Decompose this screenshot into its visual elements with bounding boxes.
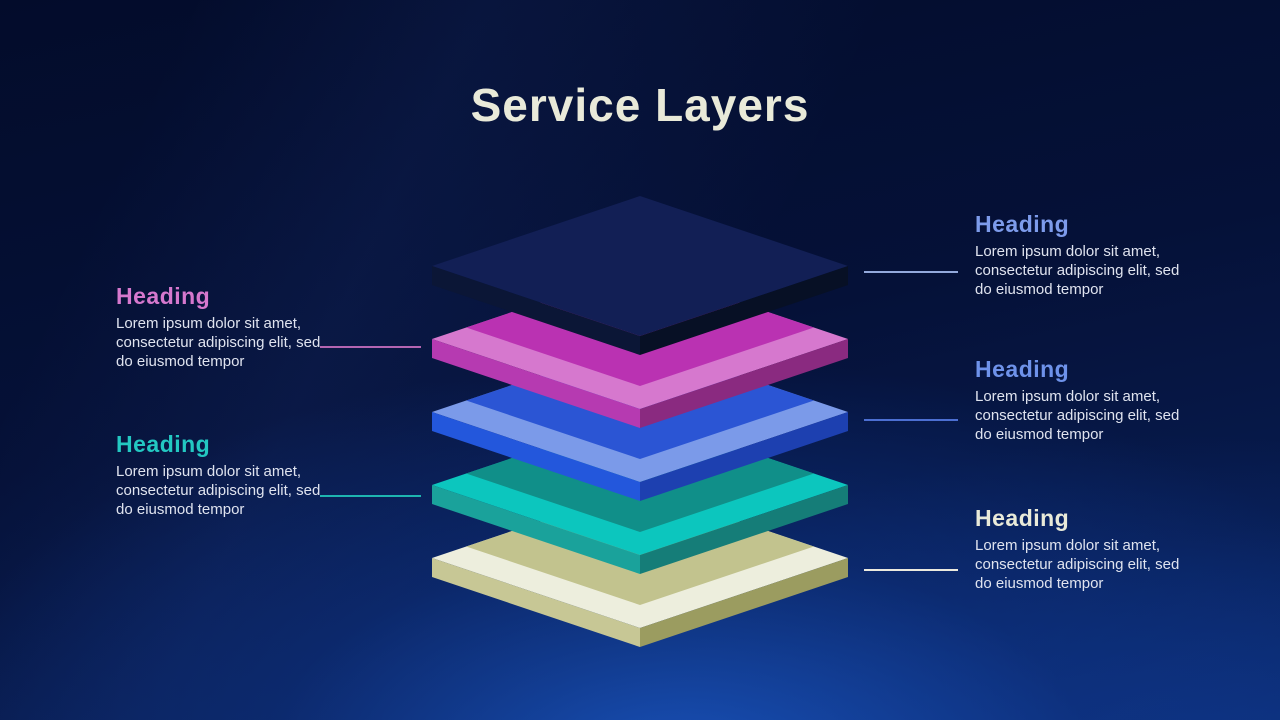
connector-line-left-1: [320, 346, 421, 348]
layer-navy-top-face: [432, 196, 848, 336]
slide-title: Service Layers: [470, 79, 810, 131]
annotation-left-1-heading: Heading: [116, 283, 211, 309]
connector-line-left-2: [320, 495, 421, 497]
annotation-right-3-body: Lorem ipsum dolor sit amet, consectetur …: [975, 537, 1180, 592]
connector-line-right-3: [864, 569, 958, 571]
layer-teal-left-face: [432, 485, 640, 574]
annotation-right-3-heading: Heading: [975, 505, 1070, 531]
connector-line-right-2: [864, 419, 958, 421]
annotation-left-2-body: Lorem ipsum dolor sit amet, consectetur …: [116, 463, 321, 518]
layer-blue-left-face: [432, 412, 640, 501]
layer-teal-right-face: [640, 485, 848, 574]
annotation-right-1-body: Lorem ipsum dolor sit amet, consectetur …: [975, 243, 1180, 298]
layer-navy-left-face: [432, 266, 640, 355]
layer-navy-right-face: [640, 266, 848, 355]
layer-pink-right-face: [640, 339, 848, 428]
annotation-left-2-heading: Heading: [116, 431, 211, 457]
annotation-right-3: Heading Lorem ipsum dolor sit amet, cons…: [975, 505, 1190, 593]
annotation-right-2: Heading Lorem ipsum dolor sit amet, cons…: [975, 356, 1190, 444]
annotation-right-1: Heading Lorem ipsum dolor sit amet, cons…: [975, 211, 1190, 299]
layer-cream-left-face: [432, 558, 640, 647]
layer-cream-right-face: [640, 558, 848, 647]
annotation-left-2: Heading Lorem ipsum dolor sit amet, cons…: [116, 431, 331, 519]
annotation-right-2-heading: Heading: [975, 356, 1070, 382]
connector-line-right-1: [864, 271, 958, 273]
annotation-left-1-body: Lorem ipsum dolor sit amet, consectetur …: [116, 315, 321, 370]
annotation-right-2-body: Lorem ipsum dolor sit amet, consectetur …: [975, 388, 1180, 443]
layer-blue-right-face: [640, 412, 848, 501]
annotation-left-1: Heading Lorem ipsum dolor sit amet, cons…: [116, 283, 331, 371]
layer-pink-left-face: [432, 339, 640, 428]
annotation-right-1-heading: Heading: [975, 211, 1070, 237]
